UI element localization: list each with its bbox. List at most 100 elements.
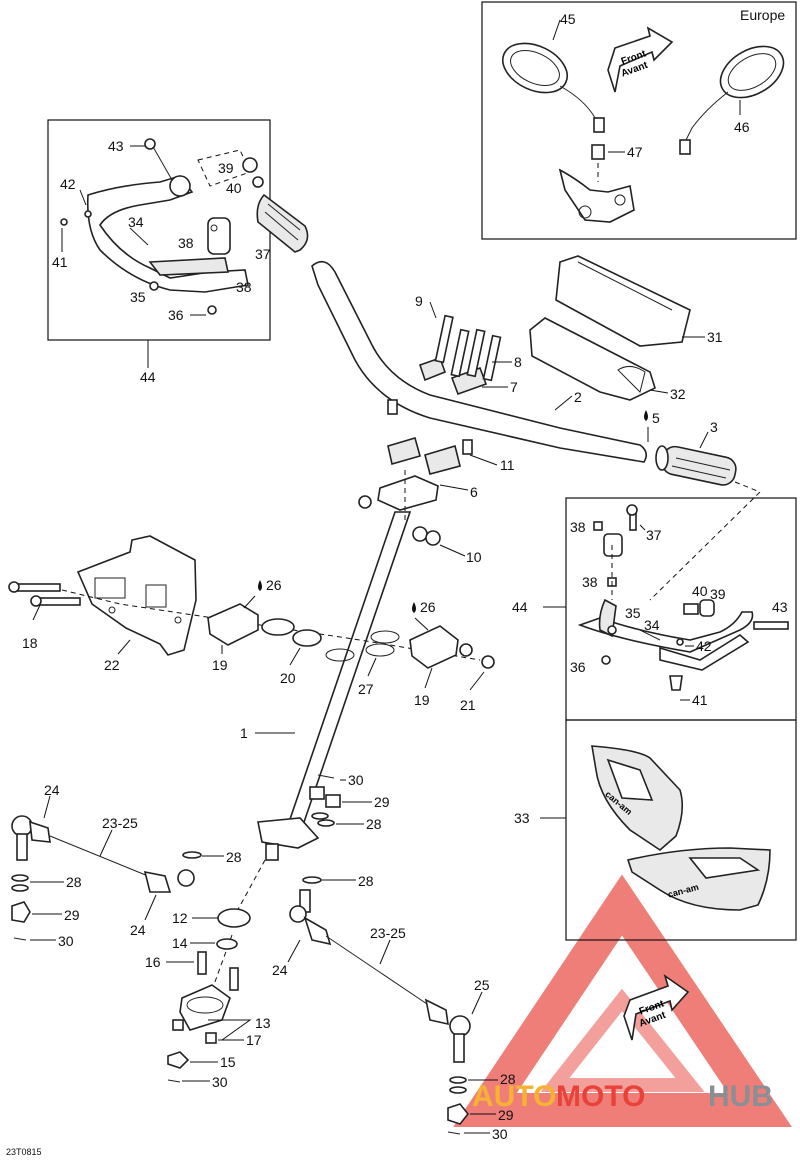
callout-6: 6: [470, 484, 478, 500]
callout-16: 16: [145, 954, 161, 970]
handguard-shell-lower: can-am: [626, 847, 771, 911]
callout-37-right: 37: [646, 527, 662, 543]
callout-32: 32: [670, 386, 686, 402]
callout-5: 5: [652, 410, 660, 426]
callout-36-top: 36: [168, 307, 184, 323]
callout-21: 21: [460, 697, 476, 713]
handlebar-pad-31: [555, 255, 691, 347]
left-grip: [256, 193, 309, 253]
handlebar-clamp-upper: [387, 314, 502, 455]
callout-38-right-b: 38: [582, 574, 598, 590]
callout-45: 45: [560, 11, 576, 27]
callout-13: 13: [255, 1015, 271, 1031]
callout-28-column: 28: [366, 816, 382, 832]
right-mirror: [679, 45, 785, 155]
handlebar: [311, 260, 648, 463]
steering-support-bracket: [76, 535, 197, 656]
callout-44-right: 44: [512, 599, 528, 615]
grip-connector-line: [649, 481, 761, 601]
handlebar-riser: [358, 437, 461, 546]
callout-25: 25: [474, 977, 490, 993]
callout-29-left-rod: 29: [64, 907, 80, 923]
handguard-shells-box-frame: [565, 719, 797, 941]
column-bushings: [207, 603, 495, 669]
oil-drop-icon: [644, 410, 648, 421]
callout-30-left-rod: 30: [58, 933, 74, 949]
watermark-text: AUTO MOTO HUB: [472, 1080, 773, 1113]
callout-11: 11: [500, 457, 515, 473]
front-arrow-lower: Front Avant: [623, 974, 690, 1041]
callout-33: 33: [514, 810, 530, 826]
callout-10: 10: [466, 549, 482, 565]
callout-24-left-top: 24: [44, 782, 60, 798]
right-grip: [655, 445, 737, 486]
callout-17: 17: [246, 1032, 262, 1048]
callout-30-right-rod: 30: [492, 1126, 508, 1142]
callout-46: 46: [734, 119, 750, 135]
callout-30-column: 30: [348, 772, 364, 788]
callout-8: 8: [514, 354, 522, 370]
callout-29-right-rod: 29: [498, 1107, 514, 1123]
callout-39-top: 39: [218, 160, 234, 176]
callout-40-top: 40: [226, 180, 242, 196]
callout-23-25-right: 23-25: [370, 925, 406, 941]
callout-42-top: 42: [60, 176, 76, 192]
callout-19-a: 19: [212, 657, 228, 673]
callout-14: 14: [172, 935, 188, 951]
callout-9: 9: [415, 293, 423, 309]
callout-2: 2: [574, 389, 582, 405]
handlebar-pad-32: [529, 317, 656, 401]
callout-28-right-rod: 28: [500, 1071, 516, 1087]
callout-27: 27: [358, 681, 374, 697]
callout-28-left-rod: 28: [66, 874, 82, 890]
callout-43-top: 43: [108, 138, 124, 154]
callout-41-top: 41: [52, 254, 68, 270]
callout-24-right: 24: [272, 962, 288, 978]
handguard-box-left-frame: [47, 119, 271, 341]
callout-26-b: 26: [420, 599, 436, 615]
callout-12: 12: [172, 910, 188, 926]
callout-15: 15: [220, 1054, 236, 1070]
left-mirror: [502, 42, 605, 133]
callout-38-right-a: 38: [570, 519, 586, 535]
left-handguard: [60, 138, 264, 315]
right-tie-rod: [289, 889, 471, 1135]
callout-38-top-a: 38: [178, 235, 194, 251]
callout-28-left-arm: 28: [226, 849, 242, 865]
callout-19-b: 19: [414, 692, 430, 708]
region-label: Europe: [740, 7, 785, 23]
right-handguard: [577, 504, 789, 691]
callout-18: 18: [22, 635, 38, 651]
oil-drop-icon: [258, 580, 262, 591]
callout-23-25-left: 23-25: [102, 815, 138, 831]
steering-column: [257, 511, 412, 861]
callout-47: 47: [627, 144, 643, 160]
oil-drop-icon: [412, 602, 416, 613]
europe-box-frame: [481, 1, 797, 240]
callout-34-right: 34: [644, 617, 660, 633]
watermark-text-hub: HUB: [708, 1080, 773, 1113]
callout-35-top: 35: [130, 289, 146, 305]
callout-1: 1: [240, 725, 248, 741]
left-tie-rod: [11, 815, 195, 941]
callout-36-right: 36: [570, 659, 586, 675]
handguard-shell-upper: can-am: [591, 745, 684, 852]
callout-24-left-bottom: 24: [130, 922, 146, 938]
callout-39-right: 39: [710, 586, 726, 602]
steering-bolts: [8, 581, 81, 607]
callout-7: 7: [510, 379, 518, 395]
callout-44-top: 44: [140, 369, 156, 385]
callout-38-top-b: 38: [236, 279, 252, 295]
callout-37-top: 37: [255, 246, 271, 262]
callout-31: 31: [707, 329, 723, 345]
watermark-text-auto: AUTO: [472, 1080, 556, 1113]
mirror-adapter-and-brake-lever: [558, 144, 635, 223]
callout-34-top: 34: [128, 214, 144, 230]
callout-20: 20: [280, 670, 296, 686]
pitman-hardware: [182, 774, 341, 884]
callout-28-right-arm: 28: [358, 873, 374, 889]
drawing-code: 23T0815: [6, 1147, 42, 1157]
watermark-logo: [453, 874, 792, 1127]
